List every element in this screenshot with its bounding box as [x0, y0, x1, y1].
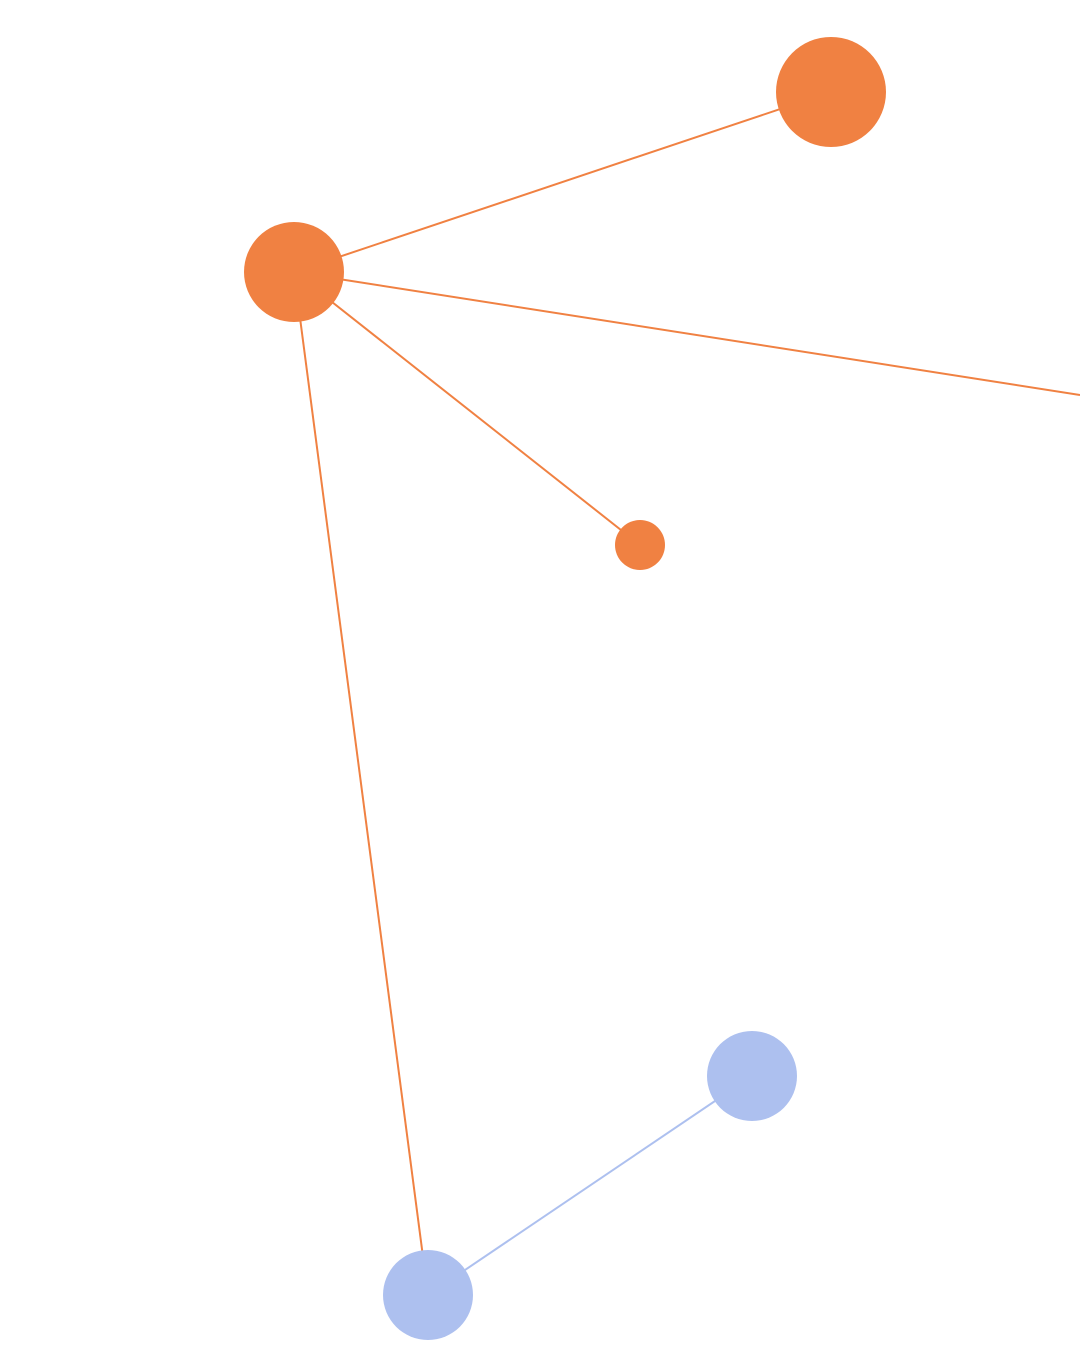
edge-hub-to-top-right — [293, 91, 832, 273]
node-hub — [244, 222, 344, 322]
edge-blue-bottom-to-blue-right — [427, 1075, 753, 1296]
edge-hub-to-small-center — [293, 271, 641, 546]
node-blue-bottom — [383, 1250, 473, 1340]
node-blue-right — [707, 1031, 797, 1121]
edge-hub-to-blue-bottom — [293, 271, 429, 1296]
node-small-center — [615, 520, 665, 570]
nodes-layer — [244, 37, 886, 1340]
node-top-right — [776, 37, 886, 147]
edge-hub-to-offscreen-right — [293, 271, 1080, 396]
edges-layer — [293, 91, 1080, 1296]
